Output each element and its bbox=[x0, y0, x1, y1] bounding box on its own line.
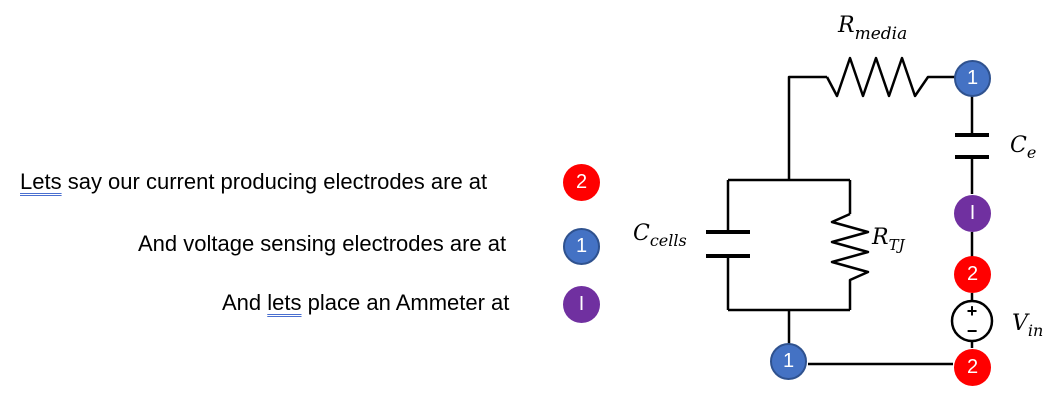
text-ammeter: And lets place an Ammeter at bbox=[222, 290, 509, 316]
label-v-in: Vin bbox=[1012, 311, 1043, 340]
lets-word-2: lets bbox=[267, 290, 302, 315]
current-text: say our current producing electrodes are… bbox=[61, 169, 488, 194]
node-ammeter: I bbox=[954, 195, 991, 232]
legend-badge-voltage: 1 bbox=[563, 228, 600, 265]
label-c-cells: Ccells bbox=[633, 221, 687, 250]
ammeter-text: place an Ammeter at bbox=[301, 290, 510, 315]
node-current-mid: 2 bbox=[954, 256, 991, 293]
legend-badge-ammeter: I bbox=[563, 286, 600, 323]
resistor-media bbox=[825, 56, 957, 98]
resistor-tj bbox=[830, 212, 870, 310]
node-voltage-bottom: 1 bbox=[770, 343, 807, 380]
legend-badge-current: 2 bbox=[563, 164, 600, 201]
text-voltage-electrodes: And voltage sensing electrodes are at bbox=[138, 231, 506, 257]
label-r-media: Rmedia bbox=[837, 13, 907, 44]
label-r-tj: RTJ bbox=[871, 225, 906, 254]
wire-left-vertical bbox=[787, 75, 827, 180]
voltage-text: And voltage sensing electrodes are at bbox=[138, 231, 507, 256]
node-current-bottom: 2 bbox=[954, 349, 991, 386]
node-voltage-top: 1 bbox=[954, 60, 991, 97]
source-minus-sign: − bbox=[967, 321, 978, 341]
label-c-e: Ce bbox=[1010, 133, 1036, 162]
lets-word: Lets bbox=[20, 169, 62, 194]
ammeter-pre-text: And bbox=[222, 290, 268, 315]
voltage-source bbox=[950, 299, 994, 343]
source-plus-sign: + bbox=[967, 301, 978, 321]
text-current-electrodes: Lets say our current producing electrode… bbox=[20, 169, 487, 195]
